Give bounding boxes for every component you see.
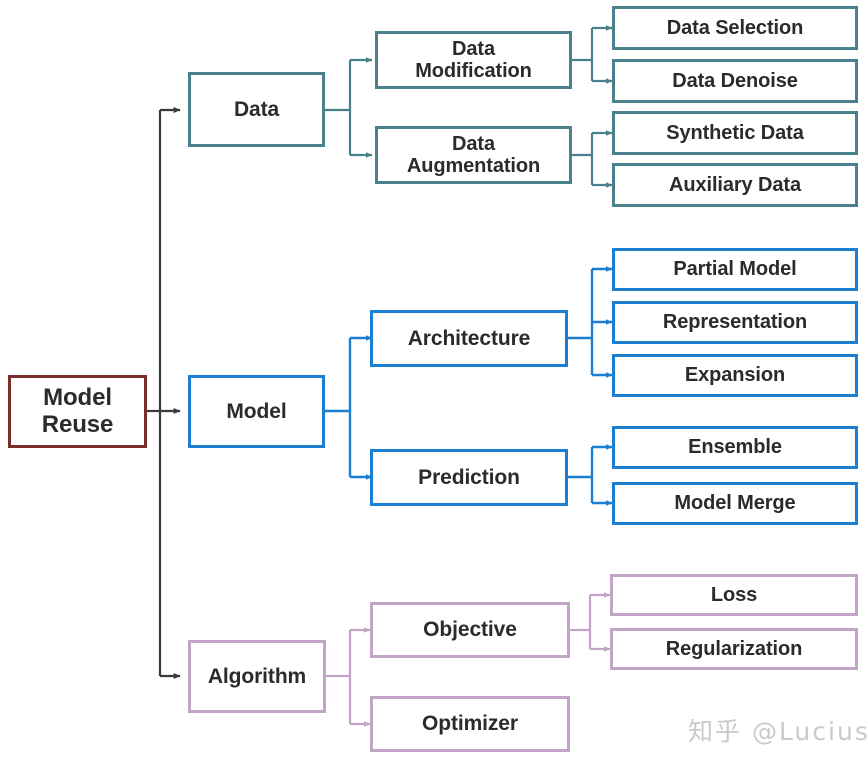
node-ensemble[interactable]: Ensemble: [612, 426, 858, 469]
node-label: Algorithm: [207, 664, 307, 688]
node-label: Data: [233, 97, 280, 121]
node-loss[interactable]: Loss: [610, 574, 858, 616]
node-representation[interactable]: Representation: [612, 301, 858, 344]
node-data[interactable]: Data: [188, 72, 325, 147]
node-model-merge[interactable]: Model Merge: [612, 482, 858, 525]
data-branch-connectors: [325, 25, 613, 188]
node-label: Optimizer: [422, 712, 518, 736]
algorithm-branch-connectors: [326, 592, 611, 727]
node-architecture[interactable]: Architecture: [370, 310, 568, 367]
watermark-text: 知乎 @Lucius: [688, 717, 868, 746]
node-label: Partial Model: [673, 258, 797, 281]
node-label: Data Selection: [666, 16, 804, 39]
node-model-reuse[interactable]: Model Reuse: [8, 375, 147, 448]
node-label: Prediction: [418, 465, 520, 489]
node-label: Loss: [710, 583, 758, 606]
node-label: Data Augmentation: [406, 132, 541, 177]
node-data-augmentation[interactable]: Data Augmentation: [375, 126, 572, 184]
node-label: Architecture: [407, 326, 531, 350]
node-data-denoise[interactable]: Data Denoise: [612, 59, 858, 103]
node-label: Synthetic Data: [666, 121, 804, 144]
node-synthetic-data[interactable]: Synthetic Data: [612, 111, 858, 155]
node-regularization[interactable]: Regularization: [610, 628, 858, 670]
node-label: Objective: [423, 618, 517, 642]
node-label: Expansion: [684, 364, 786, 387]
model-branch-connectors: [325, 266, 613, 506]
node-prediction[interactable]: Prediction: [370, 449, 568, 506]
node-label: Data Modification: [415, 37, 532, 82]
trunk-connectors: [147, 107, 181, 679]
node-data-modification[interactable]: Data Modification: [375, 31, 572, 89]
node-expansion[interactable]: Expansion: [612, 354, 858, 397]
node-data-selection[interactable]: Data Selection: [612, 6, 858, 50]
node-label: Model Merge: [674, 492, 796, 515]
node-objective[interactable]: Objective: [370, 602, 570, 658]
node-label: Model Reuse: [41, 383, 114, 438]
node-label: Ensemble: [688, 436, 782, 459]
node-label: Model: [226, 399, 287, 423]
node-algorithm[interactable]: Algorithm: [188, 640, 326, 713]
node-optimizer[interactable]: Optimizer: [370, 696, 570, 752]
node-label: Auxiliary Data: [669, 173, 801, 196]
node-label: Regularization: [665, 637, 803, 660]
node-partial-model[interactable]: Partial Model: [612, 248, 858, 291]
node-label: Representation: [662, 311, 808, 334]
node-model[interactable]: Model: [188, 375, 325, 448]
node-label: Data Denoise: [672, 69, 798, 92]
node-auxiliary-data[interactable]: Auxiliary Data: [612, 163, 858, 207]
